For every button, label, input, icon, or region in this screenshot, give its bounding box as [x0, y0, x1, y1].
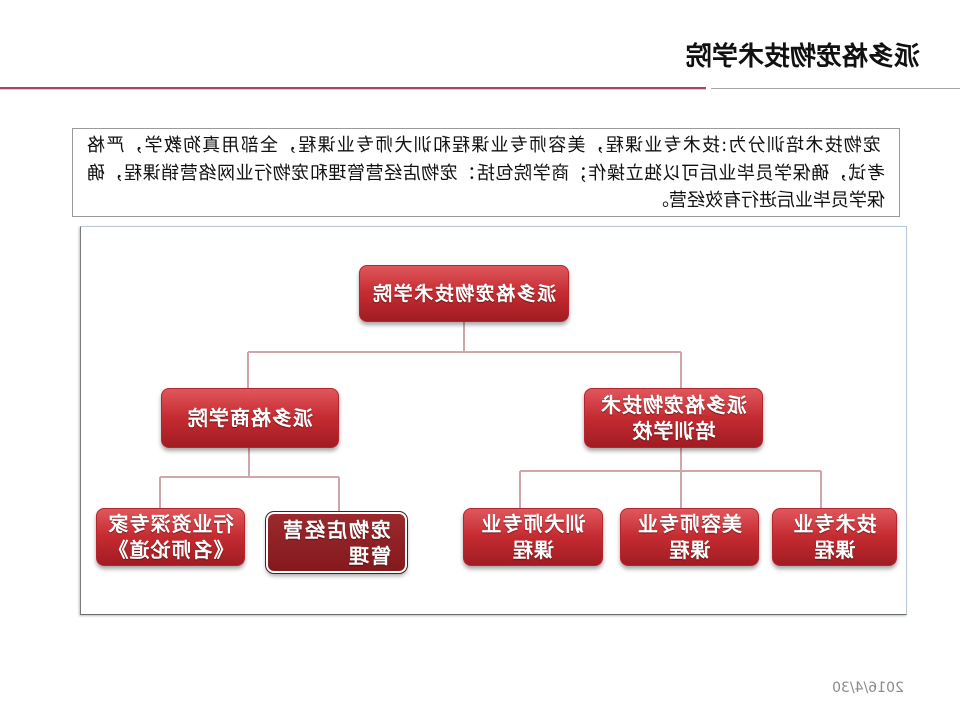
org-chart: 派多格宠物技术学院 派多格商学院 派多格宠物技术 培训学校 行业资深专家 《名师… [80, 226, 907, 615]
node-store-management: 宠物店经营 管理 [265, 511, 408, 574]
slide-date: 2016/4/30 [832, 680, 904, 696]
node-business-school: 派多格商学院 [161, 388, 339, 448]
page-title: 派多格宠物技术学院 [686, 42, 921, 72]
node-training-school: 派多格宠物技术 培训学校 [584, 388, 763, 448]
org-connectors [159, 322, 822, 512]
intro-line: 考试，确保学员毕业后可以独立操作；商学院包括：宠物店经营管理和宠物行业网络营销课… [87, 162, 885, 184]
node-groomer-course: 美容师专业 课程 [620, 508, 759, 566]
intro-line: 宠物技术培训分为:技术专业课程，美容师专业课程和训犬师专业课程，全部用真狗教学，… [87, 135, 881, 156]
node-dog-trainer-course: 训犬师专业 课程 [463, 508, 603, 566]
node-technical-course: 技术专业 课程 [772, 508, 897, 566]
header-rule-accent [0, 87, 706, 89]
node-root: 派多格宠物技术学院 [359, 265, 569, 322]
intro-line: 保学员毕业后进行有效经营。 [651, 190, 885, 211]
node-expert-talks: 行业资深专家 《名师论道》 [96, 508, 245, 566]
header-rule-accent-shadow [0, 89, 706, 90]
intro-text-box: 宠物技术培训分为:技术专业课程，美容师专业课程和训犬师专业课程，全部用真狗教学，… [72, 128, 900, 217]
header-rule-gray [711, 88, 960, 89]
